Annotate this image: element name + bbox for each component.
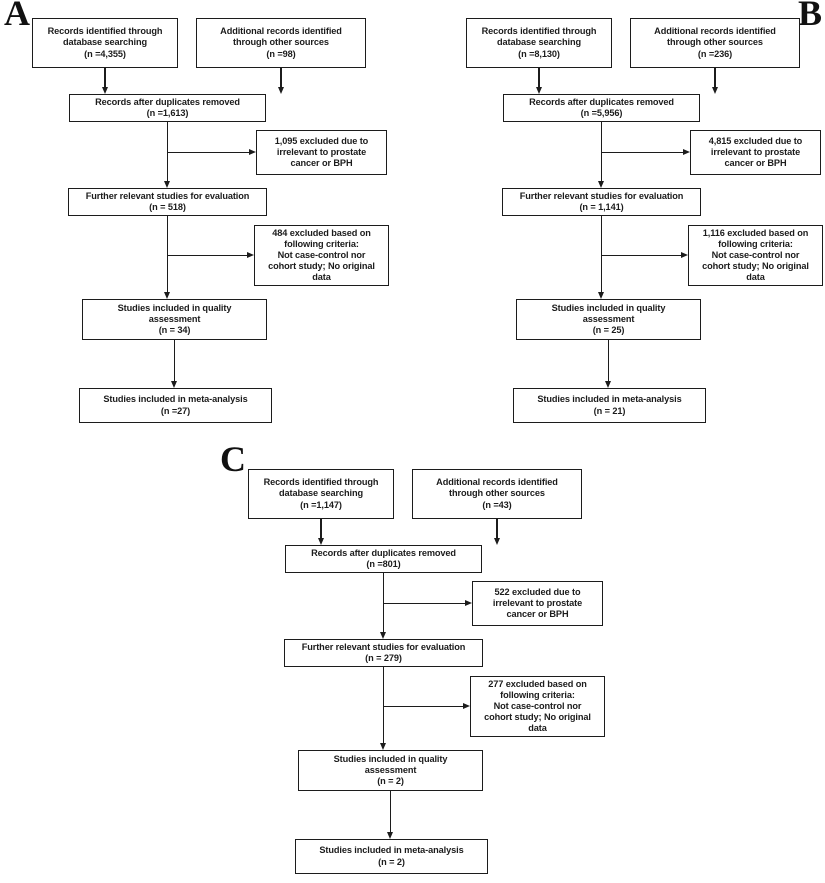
arrow-right-icon xyxy=(246,252,254,258)
panel-a-label: A xyxy=(4,0,30,33)
arrow-additional-to-duplicates-line xyxy=(714,68,716,88)
arrow-down-icon xyxy=(171,381,177,388)
panel-c: Records identified through database sear… xyxy=(248,469,608,879)
arrow-down-icon xyxy=(277,87,284,94)
box-duplicates-removed: Records after duplicates removed (n =801… xyxy=(285,545,482,573)
panel-b: Records identified through database sear… xyxy=(466,18,825,428)
box-additional-records: Additional records identified through ot… xyxy=(630,18,800,68)
box-quality-assessment: Studies included in quality assessment (… xyxy=(298,750,483,791)
box-meta-analysis: Studies included in meta-analysis (n = 2… xyxy=(295,839,488,874)
box-duplicates-removed: Records after duplicates removed (n =1,6… xyxy=(69,94,266,122)
arrow-evaluation-to-quality-line xyxy=(600,216,603,293)
arrow-database-to-duplicates-line xyxy=(104,68,106,88)
branch-to-excluded-criteria-line xyxy=(600,254,681,257)
branch-to-excluded-irrelevant-line xyxy=(382,602,466,605)
arrow-down-icon xyxy=(101,87,108,94)
arrow-additional-to-duplicates-line xyxy=(496,519,498,539)
arrow-down-icon xyxy=(387,832,393,839)
branch-to-excluded-irrelevant-line xyxy=(166,151,250,154)
box-duplicates-removed: Records after duplicates removed (n =5,9… xyxy=(503,94,700,122)
arrow-quality-to-meta-line xyxy=(389,791,392,833)
box-meta-analysis: Studies included in meta-analysis (n = 2… xyxy=(513,388,706,423)
box-excluded-criteria: 484 excluded based on following criteria… xyxy=(254,225,389,286)
arrow-right-icon xyxy=(683,149,690,155)
box-excluded-irrelevant: 1,095 excluded due to irrelevant to pros… xyxy=(256,130,387,175)
arrow-down-icon xyxy=(598,292,604,299)
arrow-down-icon xyxy=(711,87,718,94)
arrow-additional-to-duplicates-line xyxy=(280,68,282,88)
box-excluded-irrelevant: 522 excluded due to irrelevant to prosta… xyxy=(472,581,603,626)
panel-c-label: C xyxy=(220,439,246,479)
panel-a: Records identified through database sear… xyxy=(32,18,392,428)
arrow-down-icon xyxy=(164,181,170,188)
box-further-evaluation: Further relevant studies for evaluation … xyxy=(68,188,267,216)
box-quality-assessment: Studies included in quality assessment (… xyxy=(516,299,701,340)
arrow-right-icon xyxy=(465,600,472,606)
box-further-evaluation: Further relevant studies for evaluation … xyxy=(502,188,701,216)
arrow-down-icon xyxy=(493,538,500,545)
arrow-down-icon xyxy=(317,538,324,545)
arrow-right-icon xyxy=(680,252,688,258)
arrow-down-icon xyxy=(164,292,170,299)
box-excluded-criteria: 277 excluded based on following criteria… xyxy=(470,676,605,737)
arrow-down-icon xyxy=(605,381,611,388)
arrow-down-icon xyxy=(598,181,604,188)
arrow-database-to-duplicates-line xyxy=(538,68,540,88)
arrow-quality-to-meta-line xyxy=(173,340,176,382)
panel-b-label: B xyxy=(798,0,823,33)
arrow-down-icon xyxy=(380,632,386,639)
arrow-right-icon xyxy=(249,149,256,155)
arrow-evaluation-to-quality-line xyxy=(382,667,385,744)
box-excluded-irrelevant: 4,815 excluded due to irrelevant to pros… xyxy=(690,130,821,175)
arrow-right-icon xyxy=(462,703,470,709)
branch-to-excluded-criteria-line xyxy=(382,705,463,708)
box-further-evaluation: Further relevant studies for evaluation … xyxy=(284,639,483,667)
arrow-evaluation-to-quality-line xyxy=(166,216,169,293)
branch-to-excluded-irrelevant-line xyxy=(600,151,684,154)
box-records-database: Records identified through database sear… xyxy=(32,18,178,68)
box-records-database: Records identified through database sear… xyxy=(248,469,394,519)
box-additional-records: Additional records identified through ot… xyxy=(412,469,582,519)
arrow-database-to-duplicates-line xyxy=(320,519,322,539)
branch-to-excluded-criteria-line xyxy=(166,254,247,257)
arrow-down-icon xyxy=(380,743,386,750)
box-additional-records: Additional records identified through ot… xyxy=(196,18,366,68)
arrow-down-icon xyxy=(535,87,542,94)
box-records-database: Records identified through database sear… xyxy=(466,18,612,68)
box-meta-analysis: Studies included in meta-analysis (n =27… xyxy=(79,388,272,423)
box-quality-assessment: Studies included in quality assessment (… xyxy=(82,299,267,340)
arrow-quality-to-meta-line xyxy=(607,340,610,382)
box-excluded-criteria: 1,116 excluded based on following criter… xyxy=(688,225,823,286)
